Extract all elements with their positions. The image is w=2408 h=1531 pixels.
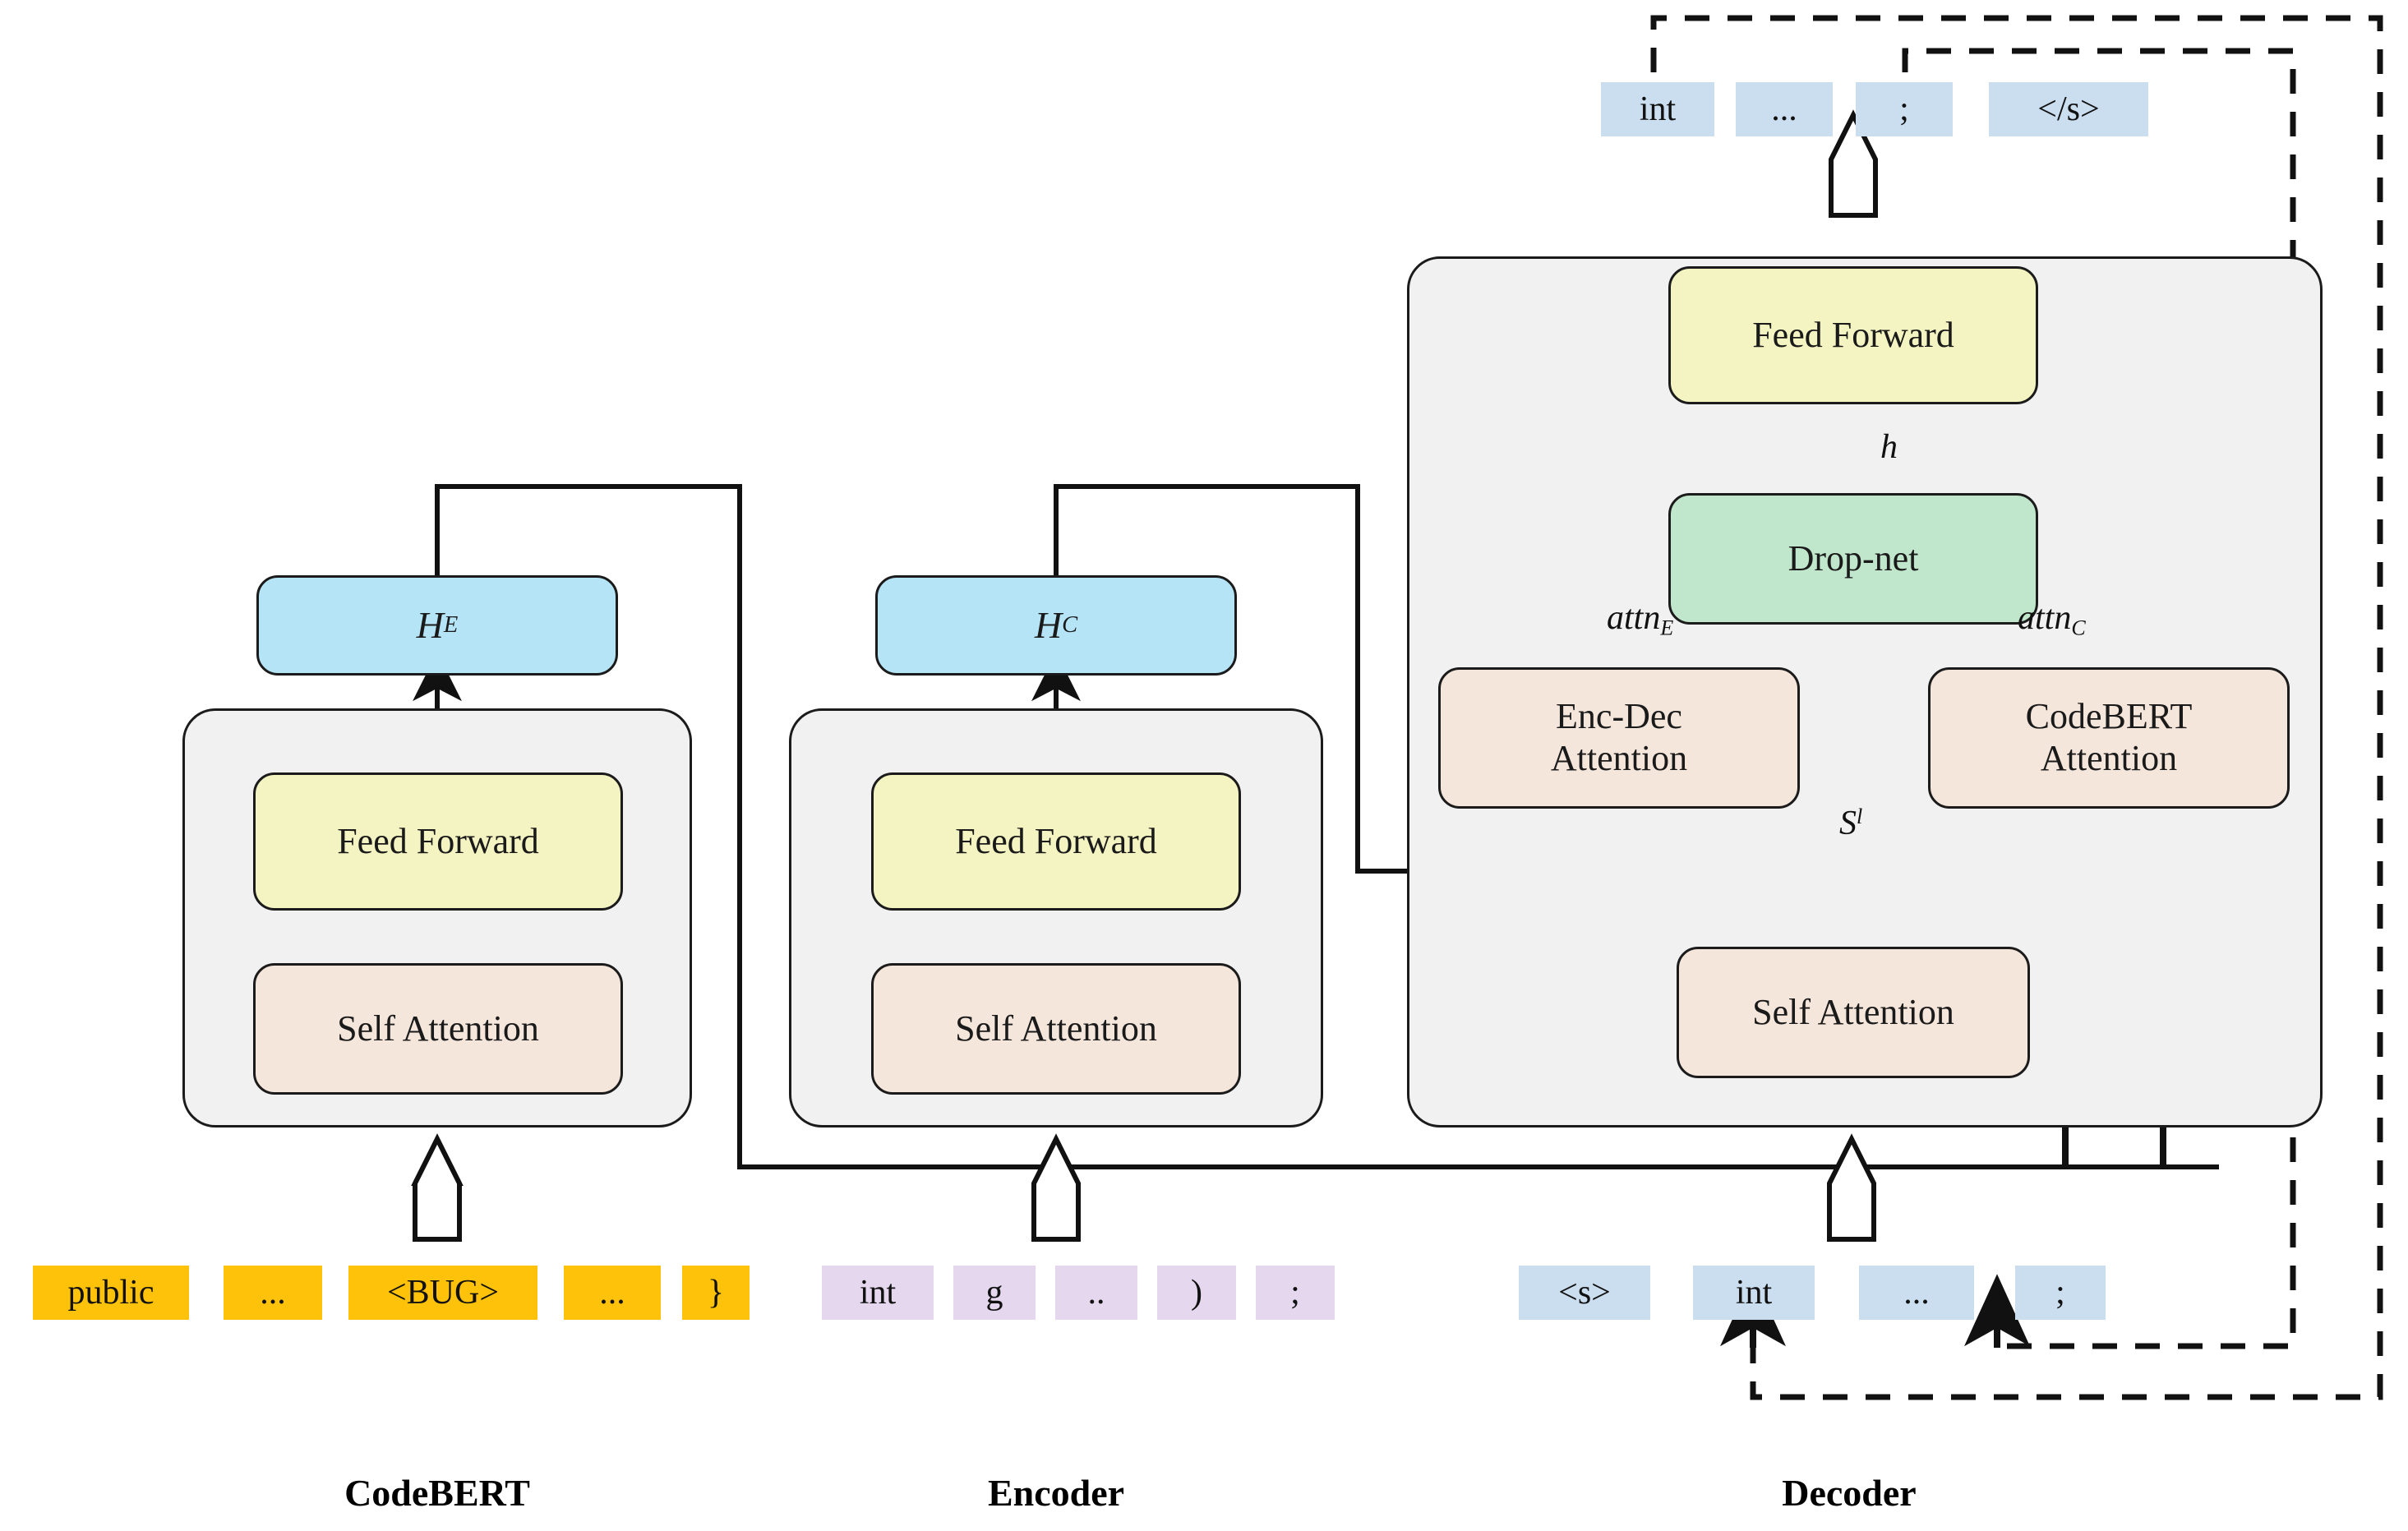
codebert-token-4[interactable]: }	[682, 1266, 750, 1320]
decoder-input-token-2[interactable]: ...	[1859, 1266, 1974, 1320]
s-l-symbol: S	[1839, 805, 1857, 842]
attn-c-subscript: C	[2071, 616, 2086, 640]
attn-c-symbol: attn	[2018, 599, 2072, 637]
module-label-encoder: Encoder	[987, 1472, 1125, 1514]
encoder-token-0[interactable]: int	[822, 1266, 934, 1320]
block-arrow-decoder-input	[1827, 1133, 1876, 1242]
attn-e-subscript: E	[1660, 616, 1674, 640]
codebert-attention-line-2: Attention	[2040, 738, 2178, 778]
codebert-token-1[interactable]: ...	[224, 1266, 322, 1320]
encoder-token-3[interactable]: )	[1157, 1266, 1236, 1320]
decoder-input-token-1[interactable]: int	[1693, 1266, 1815, 1320]
decoder-enc-dec-attention[interactable]: Enc-Dec Attention	[1438, 667, 1800, 809]
block-arrow-encoder-input	[1031, 1133, 1081, 1242]
decoder-output-token-0[interactable]: int	[1601, 82, 1714, 136]
module-label-decoder: Decoder	[1782, 1472, 1917, 1514]
codebert-self-attention[interactable]: Self Attention	[253, 963, 623, 1095]
encoder-feed-forward[interactable]: Feed Forward	[871, 772, 1241, 911]
module-label-codebert: CodeBERT	[344, 1472, 530, 1514]
decoder-output-token-2[interactable]: ;	[1856, 82, 1953, 136]
encoder-token-2[interactable]: ..	[1055, 1266, 1137, 1320]
codebert-attention-line-1: CodeBERT	[2025, 696, 2193, 737]
decoder-drop-net[interactable]: Drop-net	[1668, 493, 2038, 625]
codebert-hidden-symbol: H	[416, 603, 444, 646]
encoder-self-attention[interactable]: Self Attention	[871, 963, 1241, 1095]
encoder-token-4[interactable]: ;	[1256, 1266, 1335, 1320]
decoder-input-token-0[interactable]: <s>	[1519, 1266, 1650, 1320]
block-arrow-decoder-output	[1829, 109, 1878, 218]
decoder-output-token-1[interactable]: ...	[1736, 82, 1833, 136]
codebert-token-3[interactable]: ...	[564, 1266, 661, 1320]
encoder-token-1[interactable]: g	[953, 1266, 1036, 1320]
decoder-input-token-3[interactable]: ;	[2015, 1266, 2106, 1320]
edge-label-attn-e: attnE	[1607, 598, 1673, 640]
codebert-hidden-subscript: E	[443, 611, 459, 638]
attn-e-symbol: attn	[1607, 599, 1661, 637]
decoder-self-attention[interactable]: Self Attention	[1677, 947, 2030, 1078]
codebert-hidden-route	[435, 484, 2219, 1169]
block-arrow-codebert-input	[411, 1133, 464, 1242]
edge-label-h: h	[1880, 428, 1898, 466]
edge-label-attn-c: attnC	[2018, 598, 2086, 640]
codebert-feed-forward[interactable]: Feed Forward	[253, 772, 623, 911]
encoder-hidden-subscript: C	[1062, 611, 1078, 638]
encoder-hidden-symbol: H	[1034, 603, 1063, 646]
feedback-loop-inner	[1902, 48, 2296, 1349]
decoder-output-token-3[interactable]: </s>	[1989, 82, 2148, 136]
edge-label-s-l: Sl	[1839, 804, 1862, 843]
decoder-codebert-attention[interactable]: CodeBERT Attention	[1928, 667, 2290, 809]
enc-dec-attention-line-1: Enc-Dec	[1556, 696, 1682, 737]
codebert-token-0[interactable]: public	[33, 1266, 189, 1320]
decoder-feed-forward[interactable]: Feed Forward	[1668, 266, 2038, 404]
s-l-superscript: l	[1857, 804, 1863, 828]
feedback-loop-outer	[1650, 15, 2383, 1400]
enc-dec-attention-line-2: Attention	[1550, 738, 1688, 778]
codebert-token-2[interactable]: <BUG>	[348, 1266, 537, 1320]
